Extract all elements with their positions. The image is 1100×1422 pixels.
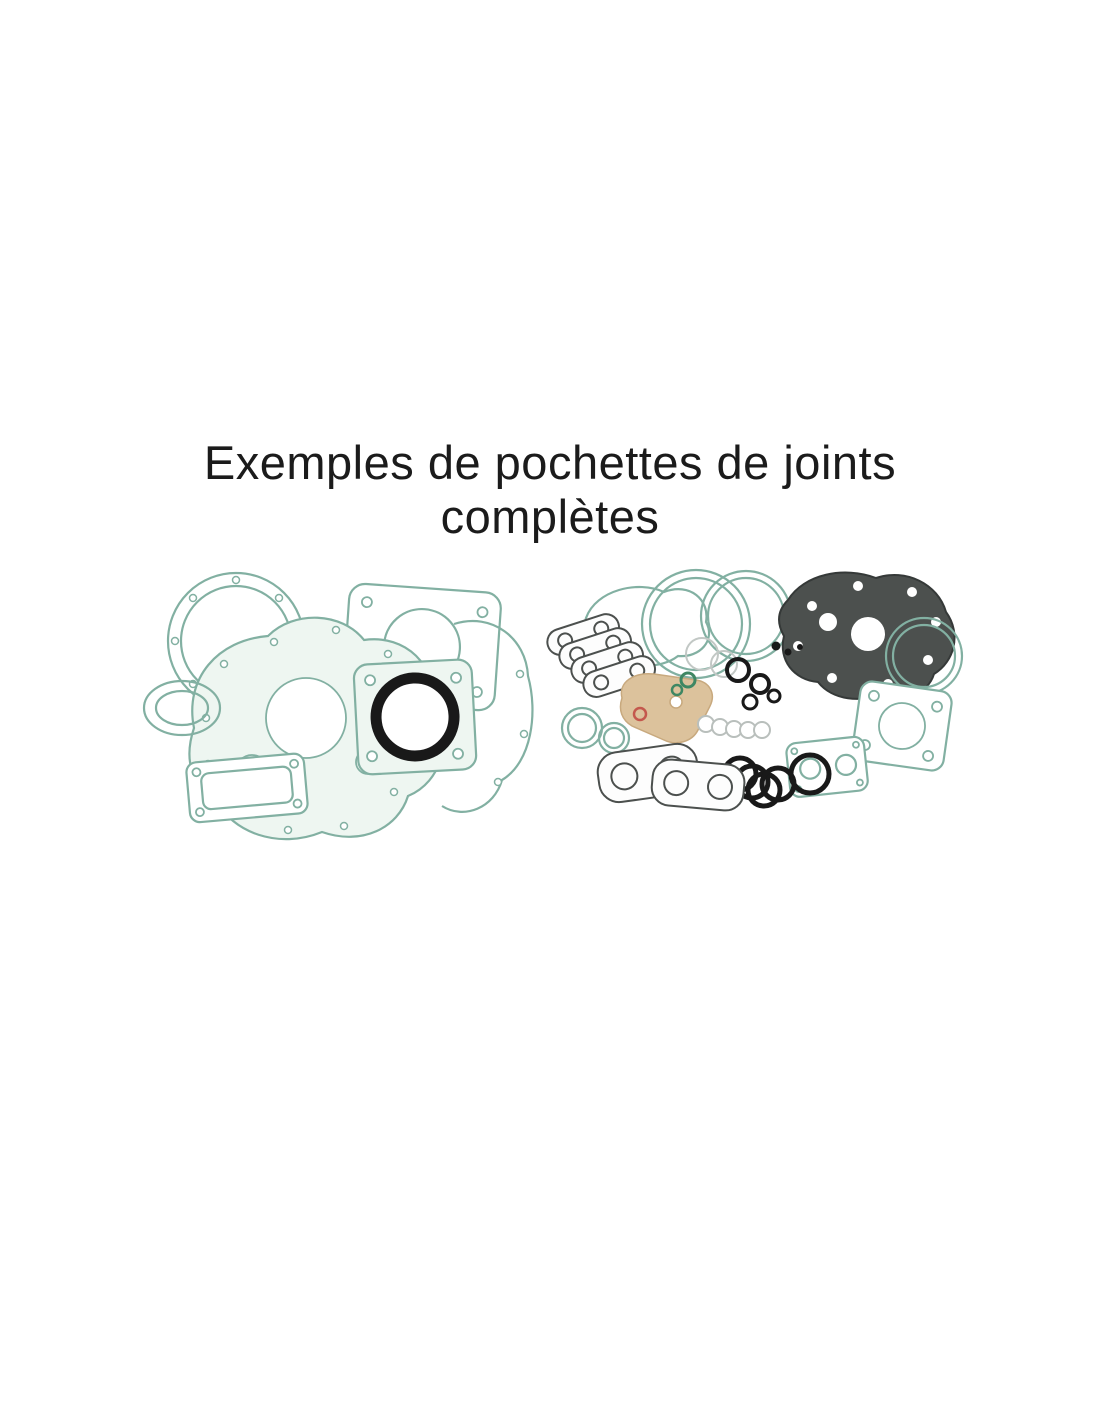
- black-seal-ring: [370, 672, 460, 762]
- washer-row: [697, 715, 771, 739]
- title-line-2: complètes: [440, 490, 660, 544]
- side-cover-gasket: [441, 619, 534, 813]
- metal-ring-gaskets: [685, 637, 738, 678]
- paper-gasket: [619, 673, 714, 744]
- crankcase-gasket-dark: [778, 571, 956, 700]
- carb-gaskets: [596, 742, 746, 812]
- mono-cylinder-gasket-kit-image: [142, 571, 534, 841]
- rubber-plugs: [771, 641, 803, 656]
- head-gasket-right: [851, 680, 953, 772]
- oval-gasket: [142, 679, 222, 737]
- black-orings: [725, 657, 782, 711]
- intake-gasket: [185, 752, 309, 824]
- green-orings: [670, 671, 697, 697]
- red-oring: [632, 706, 648, 722]
- small-round-gaskets: [560, 706, 631, 755]
- cylinder-head-gasket: [352, 658, 478, 776]
- multi-cylinder-figure: Multi-cylindres: [526, 560, 968, 850]
- page-title: Exemples de pochettes de joints complète…: [0, 436, 1100, 544]
- exhaust-gasket-stack: [546, 613, 657, 698]
- multi-cylinder-gasket-kit-image: [546, 568, 964, 812]
- title-line-1: Exemples de pochettes de joints: [203, 436, 897, 489]
- mono-cylinder-figure: Mono-cylindre: [136, 566, 536, 860]
